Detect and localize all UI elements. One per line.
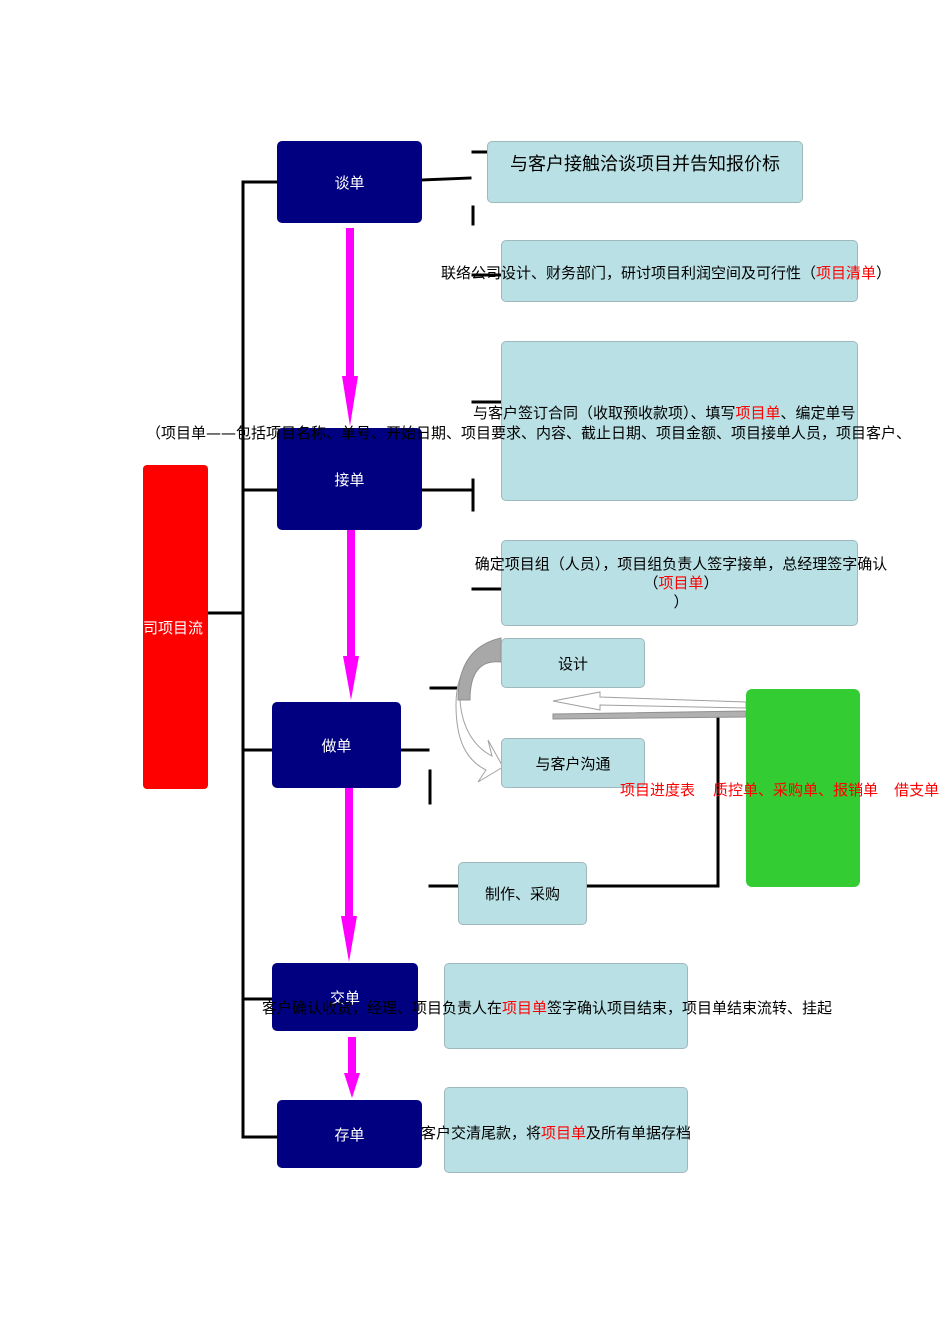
arrow-make-deliver-shaft bbox=[345, 788, 353, 918]
note-archive: 客户交清尾款，将项目单及所有单据存档 bbox=[421, 1122, 691, 1143]
note-contract-tail: 、编定单号 bbox=[780, 404, 856, 422]
note-contract-box bbox=[501, 341, 858, 501]
note-archive-text: 客户交清尾款，将 bbox=[421, 1124, 542, 1142]
step-archive-label: 存单 bbox=[334, 1125, 365, 1144]
note-deliver-highlight: 项目单 bbox=[502, 999, 548, 1017]
note-contract-highlight: 项目单 bbox=[735, 404, 781, 422]
arrow-talk-accept-head bbox=[342, 376, 358, 426]
arrow-accept-make-shaft bbox=[347, 528, 355, 658]
note-talk-bottom: 联络公司设计、财务部门，研讨项目利润空间及可行性（项目清单） bbox=[441, 262, 891, 283]
step-archive: 存单 bbox=[277, 1100, 422, 1168]
forms-list: 项目进度表质控单、采购单、报销单借支单 bbox=[620, 779, 939, 800]
arrow-make-deliver-head bbox=[341, 916, 357, 962]
note-talk-bottom-text: 联络公司设计、财务部门，研讨项目利润空间及可行性（ bbox=[441, 264, 817, 282]
step-make-label: 做单 bbox=[321, 736, 352, 755]
note-deliver: 客户确认收货，经理、项目负责人在项目单签字确认项目结束，项目单结束流转、挂起 bbox=[262, 997, 832, 1018]
form-separator: 、 bbox=[818, 781, 834, 799]
note-design: 设计 bbox=[501, 638, 645, 688]
note-deliver-box bbox=[444, 963, 688, 1049]
note-produce: 制作、采购 bbox=[458, 862, 587, 925]
arrow-deliver-archive-shaft bbox=[348, 1037, 356, 1075]
form-quality: 质控单、 bbox=[713, 781, 774, 799]
note-contract: 与客户签订合同（收取预收款项）、填写项目单、编定单号 bbox=[473, 402, 856, 423]
arrow-deliver-archive-head bbox=[344, 1073, 360, 1098]
note-team-highlight: 项目单 bbox=[658, 574, 704, 592]
note-archive-tail: 及所有单据存档 bbox=[586, 1124, 692, 1142]
root-label: 司项目流 bbox=[143, 618, 204, 637]
step-talk: 谈单 bbox=[277, 141, 422, 223]
note-talk-bottom-close: ） bbox=[876, 264, 892, 282]
note-talk-bottom-box bbox=[501, 240, 858, 302]
note-team-close: ） bbox=[703, 574, 719, 592]
note-design-text: 设计 bbox=[557, 654, 588, 673]
note-talk-top-text: 与客户接触洽谈项目并告知报价标 bbox=[510, 154, 780, 175]
note-project-detail: （项目单——包括项目名称、单号、开始日期、项目要求、内容、截止日期、项目金额、项… bbox=[146, 422, 911, 443]
note-deliver-text: 客户确认收货，经理、项目负责人在 bbox=[262, 999, 503, 1017]
arrow-accept-make-head bbox=[343, 656, 359, 700]
step-deliver: 交单 bbox=[272, 963, 418, 1031]
feedback-arrow bbox=[552, 691, 747, 711]
note-team-line1: 确定项目组（人员），项目组负责人签字接单，总经理签字确认 bbox=[474, 555, 888, 573]
forms-node bbox=[746, 689, 860, 887]
note-team-line3: ） bbox=[673, 593, 689, 611]
note-talk-bottom-highlight: 项目清单 bbox=[816, 264, 877, 282]
note-archive-highlight: 项目单 bbox=[541, 1124, 587, 1142]
form-reimburse: 报销单 bbox=[833, 781, 879, 799]
step-talk-label: 谈单 bbox=[334, 173, 365, 192]
step-deliver-label: 交单 bbox=[329, 989, 360, 1007]
curved-arrow-shade bbox=[457, 637, 502, 701]
step-make: 做单 bbox=[272, 702, 401, 788]
feedback-bar bbox=[552, 710, 747, 720]
note-deliver-tail: 签字确认项目结束，项目单结束流转、挂起 bbox=[547, 999, 833, 1017]
form-progress: 项目进度表 bbox=[620, 781, 696, 799]
step-accept-label: 接单 bbox=[334, 470, 365, 489]
note-team: 确定项目组（人员），项目组负责人签字接单，总经理签字确认 （项目单） ） bbox=[456, 555, 906, 612]
form-loan: 借支单 bbox=[894, 781, 940, 799]
note-communicate: 与客户沟通 bbox=[501, 738, 645, 788]
note-project-detail-text: （项目单——包括项目名称、单号、开始日期、项目要求、内容、截止日期、项目金额、项… bbox=[146, 424, 912, 442]
note-talk-top: 与客户接触洽谈项目并告知报价标 bbox=[487, 141, 803, 203]
talk-bracket-top bbox=[420, 176, 472, 182]
note-team-box bbox=[501, 540, 858, 626]
form-purchase: 采购单 bbox=[773, 781, 819, 799]
root-node: 司项目流 bbox=[143, 465, 208, 789]
note-produce-text: 制作、采购 bbox=[484, 885, 560, 903]
note-archive-box bbox=[444, 1087, 688, 1173]
note-communicate-text: 与客户沟通 bbox=[535, 754, 611, 773]
note-team-open: （ bbox=[643, 574, 659, 592]
note-contract-text: 与客户签订合同（收取预收款项）、填写 bbox=[473, 404, 736, 422]
step-accept: 接单 bbox=[277, 428, 422, 530]
arrow-talk-accept-shaft bbox=[346, 228, 354, 378]
